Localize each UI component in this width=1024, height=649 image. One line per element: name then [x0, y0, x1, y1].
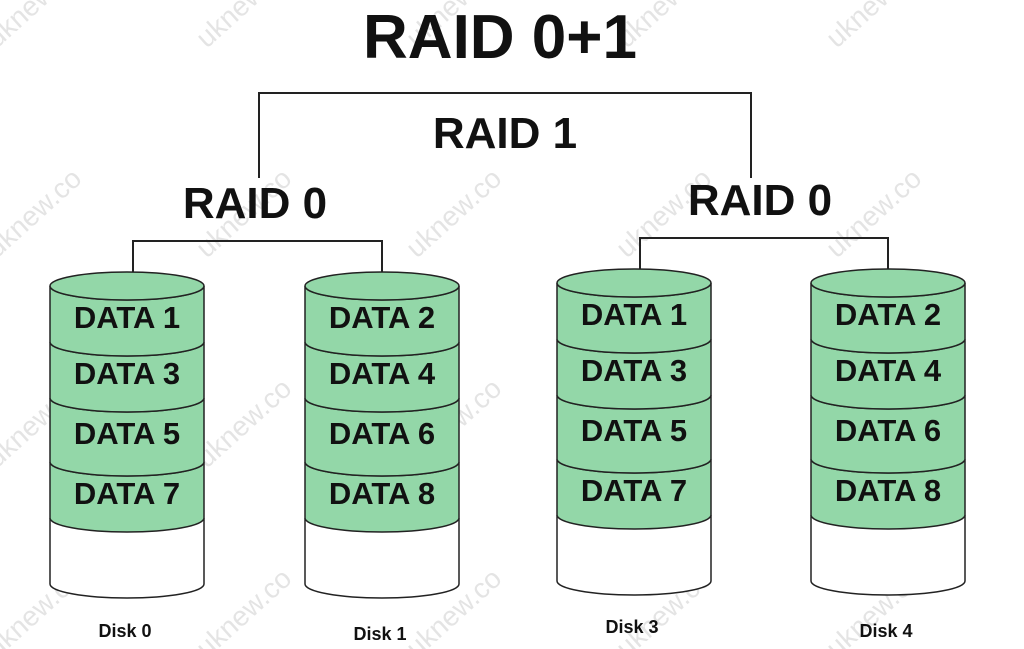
disk-top: [556, 268, 712, 298]
data-block-label: DATA 6: [835, 413, 941, 448]
data-block-label: DATA 1: [74, 300, 180, 335]
data-block-label: DATA 8: [329, 476, 435, 511]
data-block-label: DATA 4: [835, 353, 942, 388]
data-block-label: DATA 4: [329, 356, 436, 391]
raid0-right-label: RAID 0: [688, 176, 832, 225]
disk-empty-space: [304, 518, 460, 599]
disk-cylinder: DATA 2 DATA 4 DATA 6 DATA 8 Disk 1: [304, 271, 460, 644]
data-block-label: DATA 2: [329, 300, 435, 335]
disk-name-label: Disk 0: [98, 621, 151, 641]
watermark-text: uknew.co: [820, 0, 928, 54]
diagram-title: RAID 0+1: [363, 3, 637, 72]
disk-cylinder: DATA 1 DATA 3 DATA 5 DATA 7 Disk 3: [556, 268, 712, 637]
disk-name-label: Disk 1: [353, 624, 406, 644]
raid1-connector: [258, 92, 752, 178]
disk-empty-space: [49, 518, 205, 599]
raid0-left-connector: [132, 240, 383, 274]
watermark-text: uknew.co: [0, 162, 87, 263]
data-block-label: DATA 5: [581, 413, 687, 448]
watermark-text: uknew.co: [0, 0, 87, 54]
disk-cylinder: DATA 2 DATA 4 DATA 6 DATA 8 Disk 4: [810, 268, 966, 641]
disk-top: [304, 271, 460, 301]
disk-empty-space: [810, 515, 966, 596]
connector-lines: [132, 92, 889, 274]
watermark-text: uknew.co: [190, 0, 298, 54]
watermark-text: uknew.co: [190, 562, 298, 649]
watermark-text: uknew.co: [190, 372, 298, 473]
data-block-label: DATA 7: [74, 476, 180, 511]
data-block-label: DATA 5: [74, 416, 180, 451]
data-block-label: DATA 1: [581, 297, 687, 332]
watermark-text: uknew.co: [400, 162, 508, 263]
data-block-label: DATA 3: [581, 353, 687, 388]
disk-top: [49, 271, 205, 301]
disk-top: [810, 268, 966, 298]
disk-cylinder: DATA 1 DATA 3 DATA 5 DATA 7 Disk 0: [49, 271, 205, 641]
data-block-label: DATA 8: [835, 473, 941, 508]
raid1-label: RAID 1: [433, 109, 577, 158]
data-block-label: DATA 6: [329, 416, 435, 451]
data-block-label: DATA 3: [74, 356, 180, 391]
raid0-right-connector: [639, 237, 889, 270]
disk-name-label: Disk 4: [859, 621, 912, 641]
disk-empty-space: [556, 515, 712, 596]
disk-name-label: Disk 3: [605, 617, 658, 637]
watermark-text: uknew.co: [820, 162, 928, 263]
data-block-label: DATA 7: [581, 473, 687, 508]
data-block-label: DATA 2: [835, 297, 941, 332]
raid0-left-label: RAID 0: [183, 179, 327, 228]
